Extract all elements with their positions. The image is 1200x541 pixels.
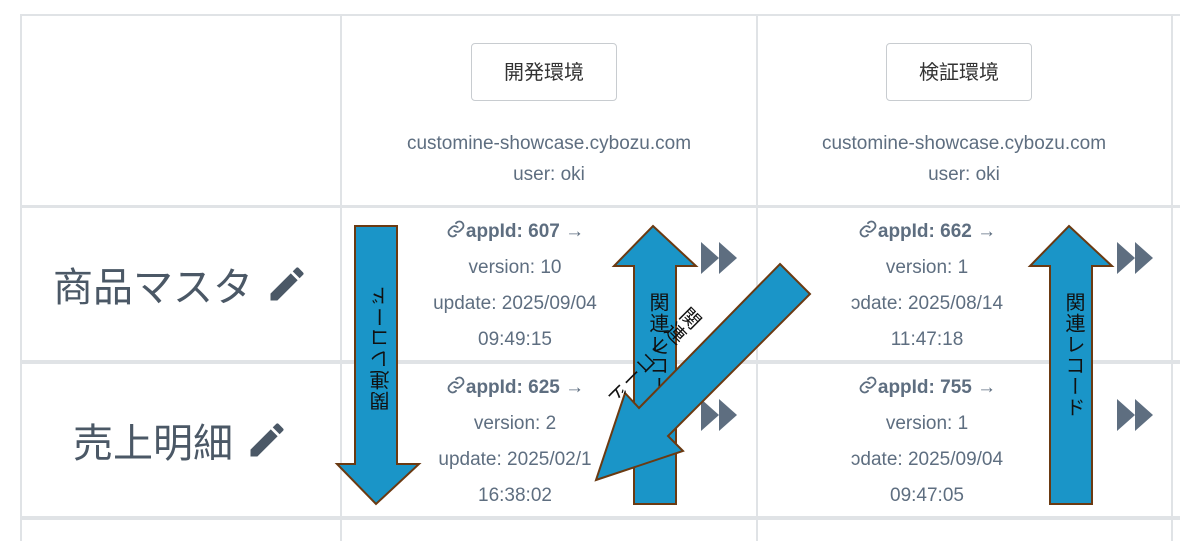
env-domain: customine-showcase.cybozu.com: [406, 133, 692, 154]
app-cell: appId: 607 → version: 10 update: 2025/09…: [385, 214, 645, 358]
app-cell: appId: 662 → version: 1 ɔdate: 2025/08/1…: [797, 214, 1057, 358]
app-update-date: ɔdate: 2025/09/04: [850, 449, 1004, 470]
arrow-label: 関連レコード: [369, 285, 393, 411]
app-id[interactable]: appId: 607 →: [465, 221, 585, 242]
grid-line: [20, 516, 1180, 520]
row-label-text: 商品マスタ: [53, 266, 253, 310]
env-button-dev[interactable]: 開発環境: [471, 43, 617, 101]
app-version: version: 1: [885, 257, 969, 278]
env-user: user: oki: [928, 164, 1000, 185]
grid-line: [20, 205, 1180, 208]
arrow-label: 関連レコード: [1062, 292, 1086, 418]
env-info-dev: customine-showcase.cybozu.com user: oki: [342, 128, 756, 190]
fast-forward-icon[interactable]: [1115, 240, 1155, 276]
app-update-time: 11:47:18: [890, 329, 964, 350]
app-id[interactable]: appId: 662 →: [877, 221, 997, 242]
row-label-sales-detail: 売上明細: [22, 364, 340, 516]
link-icon: [859, 376, 877, 394]
app-update-date: update: 2025/02/1: [438, 449, 592, 470]
annotation-arrow-down: [334, 225, 422, 506]
grid-line: [20, 14, 22, 541]
pencil-icon[interactable]: [245, 418, 289, 462]
grid-line: [756, 14, 758, 541]
fast-forward-icon[interactable]: [699, 240, 739, 276]
app-version: version: 2: [473, 413, 557, 434]
app-id[interactable]: appId: 625 →: [465, 377, 585, 398]
env-button-staging[interactable]: 検証環境: [886, 43, 1032, 101]
app-id-link[interactable]: appId: 755 →: [797, 370, 1057, 406]
pencil-icon[interactable]: [265, 262, 309, 306]
annotation-arrow-diagonal: [594, 262, 812, 482]
app-id[interactable]: appId: 755 →: [877, 377, 997, 398]
app-update-date: ɔdate: 2025/08/14: [850, 293, 1004, 314]
env-domain: customine-showcase.cybozu.com: [821, 133, 1107, 154]
link-icon: [859, 220, 877, 238]
grid-line: [20, 360, 1180, 364]
app-update-date: update: 2025/09/04: [433, 293, 597, 314]
app-id-link[interactable]: appId: 662 →: [797, 214, 1057, 250]
app-update-time: 09:47:05: [890, 485, 964, 506]
app-update-time: 09:49:15: [478, 329, 552, 350]
fast-forward-icon[interactable]: [699, 397, 739, 433]
link-icon: [447, 220, 465, 238]
env-info-staging: customine-showcase.cybozu.com user: oki: [757, 128, 1171, 190]
app-id-link[interactable]: appId: 625 →: [385, 370, 645, 406]
grid-line: [20, 14, 1180, 16]
fast-forward-icon[interactable]: [1115, 397, 1155, 433]
grid-line: [1171, 14, 1173, 541]
row-label-product-master: 商品マスタ: [22, 208, 340, 360]
app-id-link[interactable]: appId: 607 →: [385, 214, 645, 250]
app-cell: appId: 625 → version: 2 update: 2025/02/…: [385, 370, 645, 514]
app-cell: appId: 755 → version: 1 ɔdate: 2025/09/0…: [797, 370, 1057, 514]
annotation-arrow-up: [1027, 224, 1115, 505]
row-label-text: 売上明細: [73, 422, 233, 466]
app-version: version: 1: [885, 413, 969, 434]
grid-line: [340, 14, 342, 541]
app-update-time: 16:38:02: [478, 485, 552, 506]
env-user: user: oki: [513, 164, 585, 185]
link-icon: [447, 376, 465, 394]
app-version: version: 10: [468, 257, 562, 278]
